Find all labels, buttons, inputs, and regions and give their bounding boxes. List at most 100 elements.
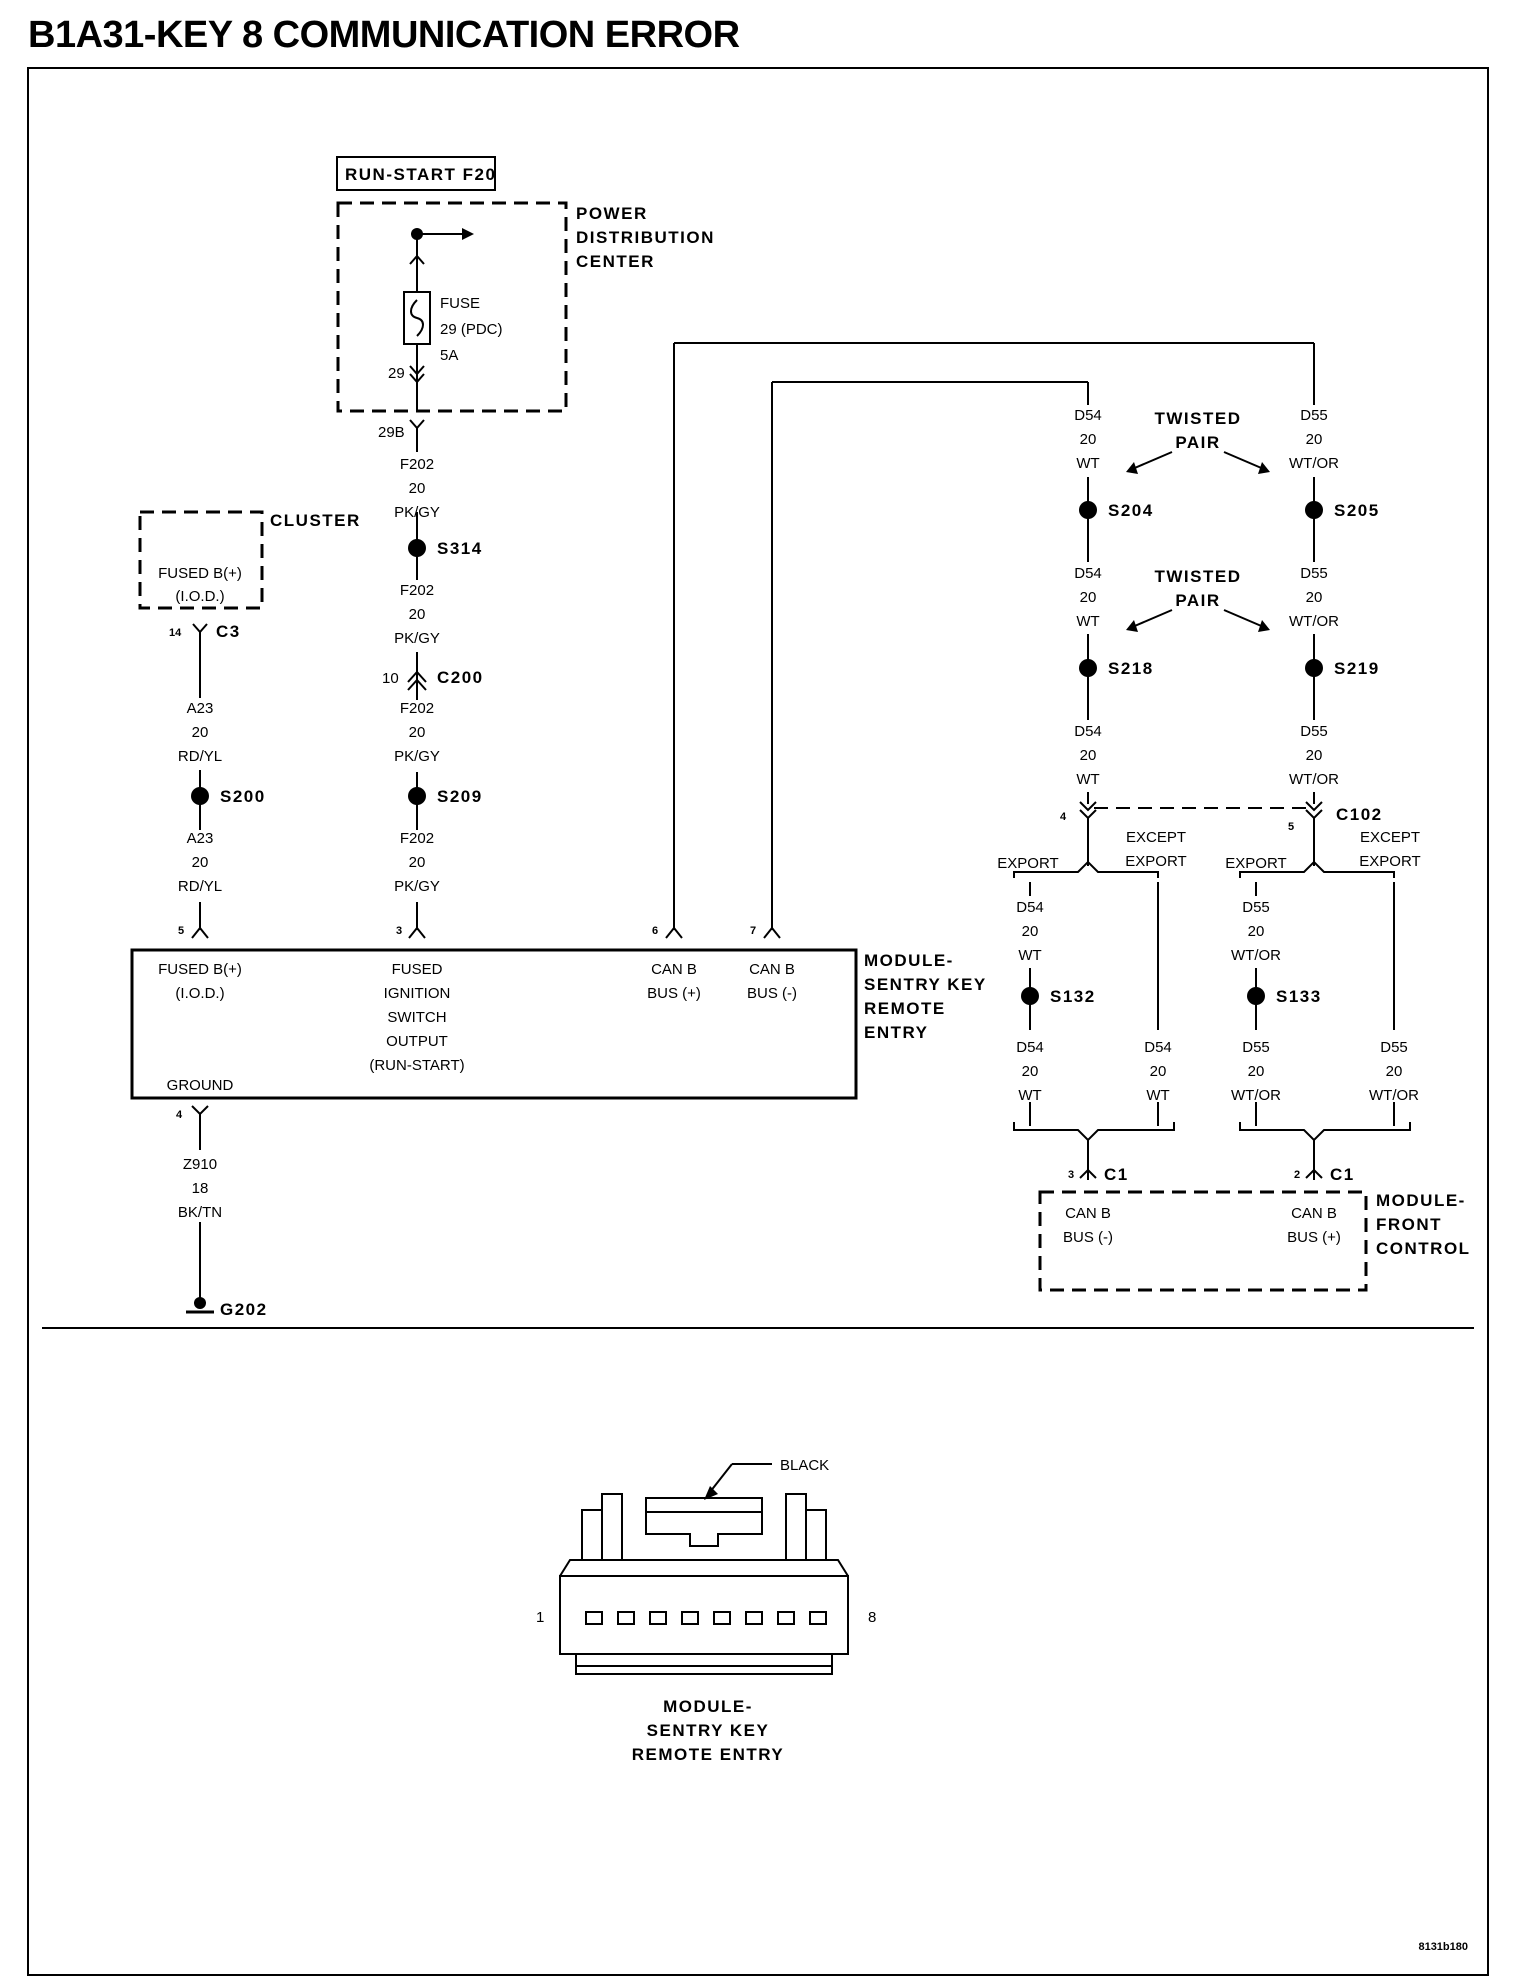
a23-label-bg-2: [176, 830, 226, 902]
connector-pin-cavity-4: [681, 1611, 699, 1625]
fcm-minus-label-1: CAN B: [1065, 1205, 1111, 1222]
a23-circuit-2: A23: [187, 830, 214, 847]
pin7-label-2: BUS (-): [747, 985, 797, 1002]
pdc-label-2: DISTRIBUTION: [576, 228, 715, 247]
splice-s204: S204: [1108, 501, 1154, 520]
fuse-label-3: 5A: [440, 347, 458, 364]
module-pin6: 6: [652, 925, 658, 937]
fuse-conn-lower-a: [409, 365, 425, 376]
c200-label: C200: [437, 668, 484, 687]
connector-caption-1: MODULE-: [663, 1697, 753, 1716]
z910-gauge: 18: [192, 1180, 209, 1197]
c1-pin-plus: 2: [1294, 1169, 1300, 1181]
front-control-label-3: CONTROL: [1376, 1239, 1471, 1258]
d54-gauge-3: 20: [1080, 747, 1097, 764]
twisted-pair-2-arrowhead-left: [1126, 620, 1138, 632]
cluster-connector-label: C3: [216, 622, 241, 641]
d55-merge-brace: [1239, 1122, 1411, 1142]
d55-except-gauge: 20: [1386, 1063, 1403, 1080]
sentry-module-box: [130, 948, 858, 1100]
fcm-plus-label-1: CAN B: [1291, 1205, 1337, 1222]
cluster-pin: 14: [169, 627, 182, 639]
d54-color-3: WT: [1076, 771, 1099, 788]
f202-label-bg-3: [392, 700, 442, 772]
pin5-label-1: FUSED B(+): [158, 961, 242, 978]
pdc-label-3: CENTER: [576, 252, 655, 271]
twisted-pair-2-line1: TWISTED: [1155, 567, 1242, 586]
connector-pin-cavity-5: [713, 1611, 731, 1625]
d55-export-bg-2: [1224, 1030, 1288, 1102]
f202-gauge-3: 20: [409, 724, 426, 741]
cluster-pin-label-1: FUSED B(+): [158, 565, 242, 582]
f202-gauge-4: 20: [409, 854, 426, 871]
d54-export-bg-1: [1002, 896, 1058, 968]
connector-pin-cavity-1: [585, 1611, 603, 1625]
d55-gauge-1: 20: [1306, 431, 1323, 448]
connector-latch-body: [645, 1512, 763, 1547]
twisted-pair-1-arrowhead-right: [1258, 462, 1270, 474]
ground-pin: 4: [176, 1109, 183, 1121]
f202-color-4: PK/GY: [394, 878, 440, 895]
d55-except-bg: [1362, 1030, 1426, 1102]
splice-s204-dot: [1079, 501, 1097, 519]
connector-tab-right-inner: [785, 1493, 807, 1561]
connector-tab-left-inner: [601, 1493, 623, 1561]
except-export-d55-1: EXCEPT: [1360, 829, 1420, 846]
f202-circuit-1: F202: [400, 456, 434, 473]
fuse-pin-in: 29: [388, 365, 405, 382]
d54-label-bg-2: [1060, 562, 1116, 634]
f202-gauge-1: 20: [409, 480, 426, 497]
d54-gauge-2: 20: [1080, 589, 1097, 606]
d54-label-bg-3: [1060, 720, 1116, 792]
fuse-conn-lower-b: [409, 373, 425, 384]
twisted-pair-1-line2: PAIR: [1175, 433, 1220, 452]
pin3-label-1: FUSED: [392, 961, 443, 978]
d54-except-bg: [1130, 1030, 1186, 1102]
fuse-label-1: FUSE: [440, 295, 480, 312]
pdc-out-connector: [409, 419, 425, 430]
d54-export-circuit-2: D54: [1016, 1039, 1044, 1056]
pin3-label-4: OUTPUT: [386, 1033, 448, 1050]
d55-gauge-3: 20: [1306, 747, 1323, 764]
connector-pin-cavity-7: [777, 1611, 795, 1625]
d55-except-circuit: D55: [1380, 1039, 1408, 1056]
connector-pin-cavity-2: [617, 1611, 635, 1625]
c102-d54-conn-a: [1079, 801, 1097, 812]
d55-export-gauge-1: 20: [1248, 923, 1265, 940]
diagram-frame: [27, 67, 1489, 1976]
d54-export-color-1: WT: [1018, 947, 1041, 964]
twisted-pair-2-arrow-right: [1223, 609, 1267, 629]
d54-export-color-2: WT: [1018, 1087, 1041, 1104]
twisted-pair-2-arrowhead-right: [1258, 620, 1270, 632]
a23-color-1: RD/YL: [178, 748, 222, 765]
connector-face-view: [559, 1493, 849, 1675]
d55-label-bg-3: [1282, 720, 1346, 792]
pin3-label-3: SWITCH: [387, 1009, 446, 1026]
connector-caption-3: REMOTE ENTRY: [632, 1745, 784, 1764]
pdc-label-1: POWER: [576, 204, 648, 223]
d55-export-bg-1: [1224, 896, 1288, 968]
sentry-module-label-1: MODULE-: [864, 951, 954, 970]
c1-pin-minus: 3: [1068, 1169, 1074, 1181]
c102-pin-d55: 5: [1288, 821, 1294, 833]
d55-color-2: WT/OR: [1289, 613, 1339, 630]
d55-export-circuit-2: D55: [1242, 1039, 1270, 1056]
c102-label: C102: [1336, 805, 1383, 824]
d54-gauge-1: 20: [1080, 431, 1097, 448]
splice-s133-dot: [1247, 987, 1265, 1005]
connector-housing: [559, 1575, 849, 1655]
pdc-out-pin: 29B: [378, 424, 405, 441]
d54-branch-brace: [1013, 860, 1159, 878]
front-control-label-2: FRONT: [1376, 1215, 1442, 1234]
splice-s314: S314: [437, 539, 483, 558]
f202-gauge-2: 20: [409, 606, 426, 623]
d54-except-gauge: 20: [1150, 1063, 1167, 1080]
pin3-label-5: (RUN-START): [369, 1057, 464, 1074]
module-pin7: 7: [750, 925, 756, 937]
c1-label-plus: C1: [1330, 1165, 1355, 1184]
module-pin3-connector: [408, 926, 426, 939]
splice-s133: S133: [1276, 987, 1322, 1006]
connector-tab-right-outer: [805, 1509, 827, 1561]
twisted-pair-2-arrow-left: [1129, 609, 1173, 629]
